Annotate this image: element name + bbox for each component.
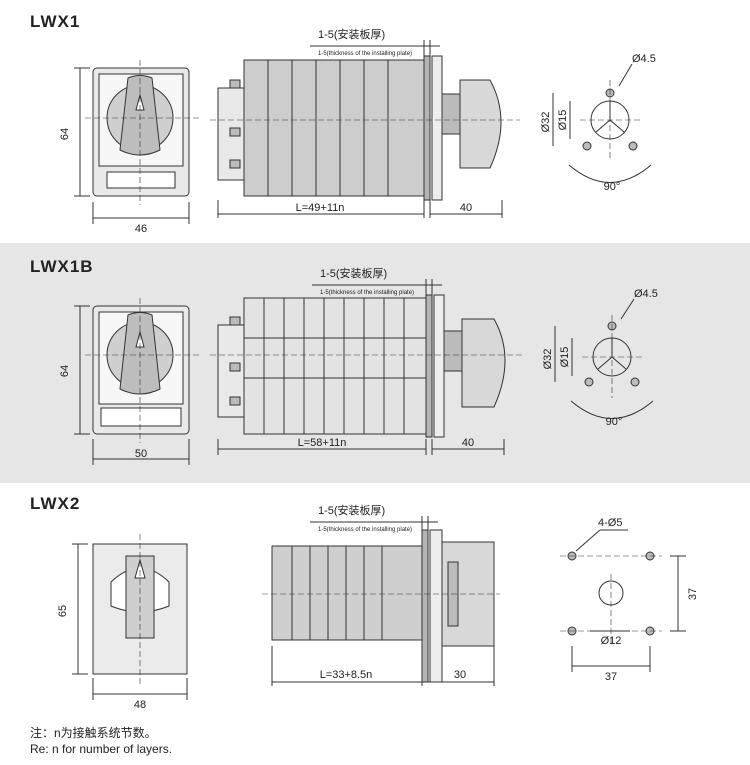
dim-angle: 90°	[606, 416, 623, 428]
section-lwx1: LWX1	[0, 0, 750, 240]
section-title: LWX1B	[30, 257, 94, 276]
lwx1b-drawing: 64 50 L=58+11n 40 1-5(安装板厚) 1-5(thicknes…	[59, 266, 658, 465]
plate-label-en: 1-5(thickness of the installing plate)	[318, 51, 412, 57]
dim-inner-dia: Ø15	[559, 347, 571, 368]
dim-outer-dia: Ø32	[542, 349, 554, 370]
note-en: Re: n for number of layers.	[30, 742, 173, 756]
hole-pattern	[554, 298, 654, 419]
dim-width: 50	[135, 448, 147, 460]
dim-holes: 4-Ø5	[598, 517, 622, 529]
note-cn: 注：n为接触系统节数。	[30, 726, 157, 740]
section-lwx1b: LWX1B	[0, 243, 750, 483]
dim-outer-dia: Ø32	[540, 112, 552, 133]
plate-label-en: 1-5(thickness of the installing plate)	[318, 527, 412, 533]
front-view	[85, 60, 200, 205]
dim-length: L=49+11n	[296, 202, 345, 214]
section-title: LWX2	[30, 494, 81, 513]
dim-center-dia: Ø12	[601, 635, 622, 647]
plate-label: 1-5(安装板厚)	[318, 27, 385, 41]
section-lwx2: LWX2	[0, 486, 750, 716]
lwx1-drawing: 64 46 L=49+11n 40 1-5(安装板厚) 1-5(thicknes…	[59, 27, 656, 235]
dim-depth: 40	[462, 437, 474, 449]
side-view	[262, 529, 500, 683]
dim-height: 64	[59, 128, 71, 140]
dim-hole: Ø4.5	[634, 288, 658, 300]
hole-pattern	[552, 63, 652, 183]
dim-height: 65	[57, 605, 69, 617]
dim-width: 48	[134, 699, 146, 711]
dim-width: 46	[135, 223, 147, 235]
plate-label: 1-5(安装板厚)	[320, 266, 387, 280]
lwx2-drawing: 65 48 L=33+8.5n 30 1-5(安装板厚) 1-5(thickne…	[57, 503, 699, 711]
dim-inner-dia: Ø15	[557, 110, 569, 131]
dim-depth: 40	[460, 202, 472, 214]
dim-hole: Ø4.5	[632, 53, 656, 65]
dim-length: L=58+11n	[298, 437, 347, 449]
side-view	[210, 55, 520, 201]
side-view	[210, 294, 524, 438]
dim-length: L=33+8.5n	[320, 669, 373, 681]
plate-label: 1-5(安装板厚)	[318, 503, 385, 517]
dim-angle: 90°	[604, 181, 621, 193]
hole-pattern	[560, 529, 686, 672]
front-view	[92, 534, 188, 684]
section-title: LWX1	[30, 12, 81, 31]
front-view	[85, 298, 200, 443]
dim-spacing-h: 37	[605, 671, 617, 683]
dim-depth: 30	[454, 669, 466, 681]
plate-label-en: 1-5(thickness of the installing plate)	[320, 290, 414, 296]
dim-height: 64	[59, 365, 71, 377]
dim-spacing-v: 37	[687, 588, 699, 600]
